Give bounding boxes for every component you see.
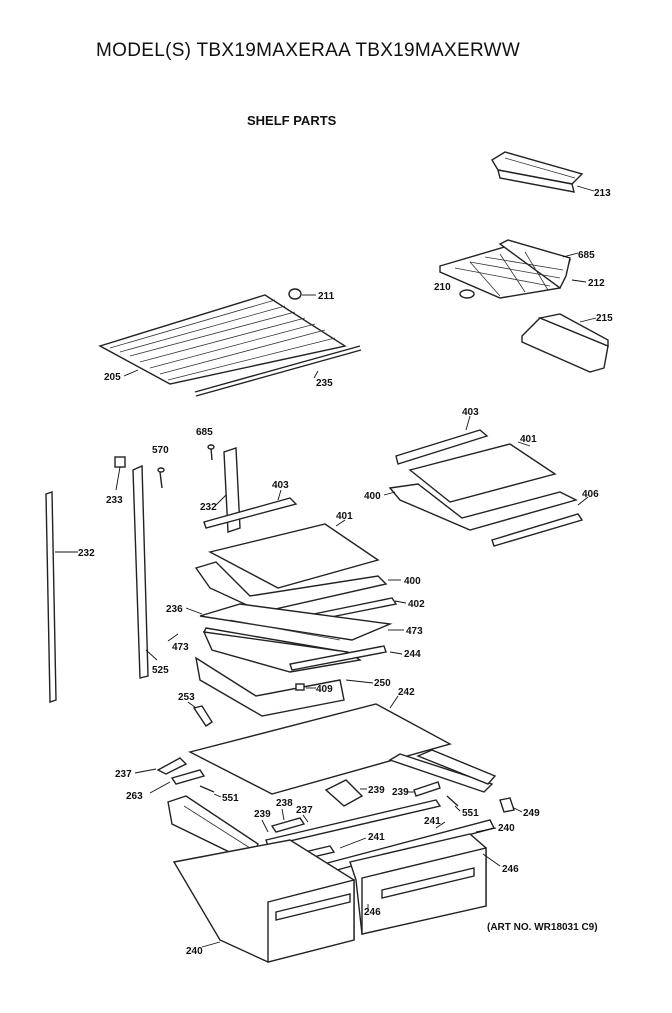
callout-249: 249 bbox=[523, 808, 540, 819]
part-239-support-right bbox=[388, 749, 523, 813]
part-205-wire-shelf bbox=[98, 294, 362, 397]
callout-241-left: 241 bbox=[368, 832, 385, 843]
callout-409: 409 bbox=[316, 684, 333, 695]
callout-237-center: 237 bbox=[296, 805, 313, 816]
callout-239-left: 239 bbox=[254, 809, 271, 820]
callout-239-right: 239 bbox=[392, 787, 409, 798]
callout-246-right: 246 bbox=[502, 864, 519, 875]
part-236-frame bbox=[167, 603, 404, 673]
part-213-tray bbox=[491, 151, 595, 193]
callout-240-right: 240 bbox=[498, 823, 515, 834]
part-551-screw-right bbox=[446, 795, 461, 812]
callout-236: 236 bbox=[166, 604, 183, 615]
callout-205: 205 bbox=[104, 372, 121, 383]
callout-403-center: 403 bbox=[272, 480, 289, 491]
callout-551-left: 551 bbox=[222, 793, 239, 804]
art-number: (ART NO. WR18031 C9) bbox=[487, 922, 598, 933]
part-232-rail-center bbox=[132, 447, 241, 679]
callout-244: 244 bbox=[404, 649, 421, 660]
callout-525: 525 bbox=[152, 665, 169, 676]
callout-402: 402 bbox=[408, 599, 425, 610]
callout-235: 235 bbox=[316, 378, 333, 389]
part-551-screw-left bbox=[199, 785, 222, 798]
part-239-clip-center bbox=[324, 779, 367, 807]
callout-238: 238 bbox=[276, 798, 293, 809]
part-570-screw bbox=[157, 467, 165, 489]
callout-406: 406 bbox=[582, 489, 599, 500]
part-233-bracket bbox=[114, 456, 126, 491]
part-242-glass bbox=[188, 695, 452, 795]
callout-232-left: 232 bbox=[78, 548, 95, 559]
callout-403-right: 403 bbox=[462, 407, 479, 418]
callout-241-right: 241 bbox=[424, 816, 441, 827]
callout-400-center: 400 bbox=[404, 576, 421, 587]
part-237-rail-left bbox=[134, 757, 206, 794]
callout-232-center: 232 bbox=[200, 502, 217, 513]
callout-551-right: 551 bbox=[462, 808, 479, 819]
callout-570: 570 bbox=[152, 445, 169, 456]
part-240-drawer-left bbox=[172, 839, 355, 963]
callout-400-right: 400 bbox=[364, 491, 381, 502]
part-250-pan bbox=[195, 656, 374, 717]
callout-213: 213 bbox=[594, 188, 611, 199]
part-211-clip bbox=[288, 288, 316, 300]
callout-401-center: 401 bbox=[336, 511, 353, 522]
callout-685-upper: 685 bbox=[196, 427, 213, 438]
callout-263: 263 bbox=[126, 791, 143, 802]
callout-215: 215 bbox=[596, 313, 613, 324]
part-240-drawer-right bbox=[349, 827, 501, 935]
part-685-screw bbox=[207, 444, 215, 461]
callout-242: 242 bbox=[398, 687, 415, 698]
callout-253: 253 bbox=[178, 692, 195, 703]
callout-240-left: 240 bbox=[186, 946, 203, 957]
model-title: MODEL(S) TBX19MAXERAA TBX19MAXERWW bbox=[96, 40, 521, 61]
part-401-glass-shelf-center bbox=[194, 489, 407, 625]
callout-473-right: 473 bbox=[406, 626, 423, 637]
section-title: SHELF PARTS bbox=[247, 113, 337, 128]
callout-211: 211 bbox=[318, 291, 335, 302]
callout-237-left: 237 bbox=[115, 769, 132, 780]
callout-233: 233 bbox=[106, 495, 123, 506]
callout-212: 212 bbox=[588, 278, 605, 289]
part-253-clip bbox=[187, 701, 213, 727]
part-212-rack bbox=[439, 239, 587, 299]
callout-685-rack: 685 bbox=[578, 250, 595, 261]
part-401-glass-shelf-right bbox=[383, 415, 589, 547]
part-232-rail-left bbox=[45, 491, 78, 703]
callout-473-left: 473 bbox=[172, 642, 189, 653]
callout-210: 210 bbox=[434, 282, 451, 293]
callout-246-center: 246 bbox=[364, 907, 381, 918]
part-215-bin bbox=[521, 313, 609, 373]
callout-250: 250 bbox=[374, 678, 391, 689]
callout-239-center: 239 bbox=[368, 785, 385, 796]
callout-401-right: 401 bbox=[520, 434, 537, 445]
